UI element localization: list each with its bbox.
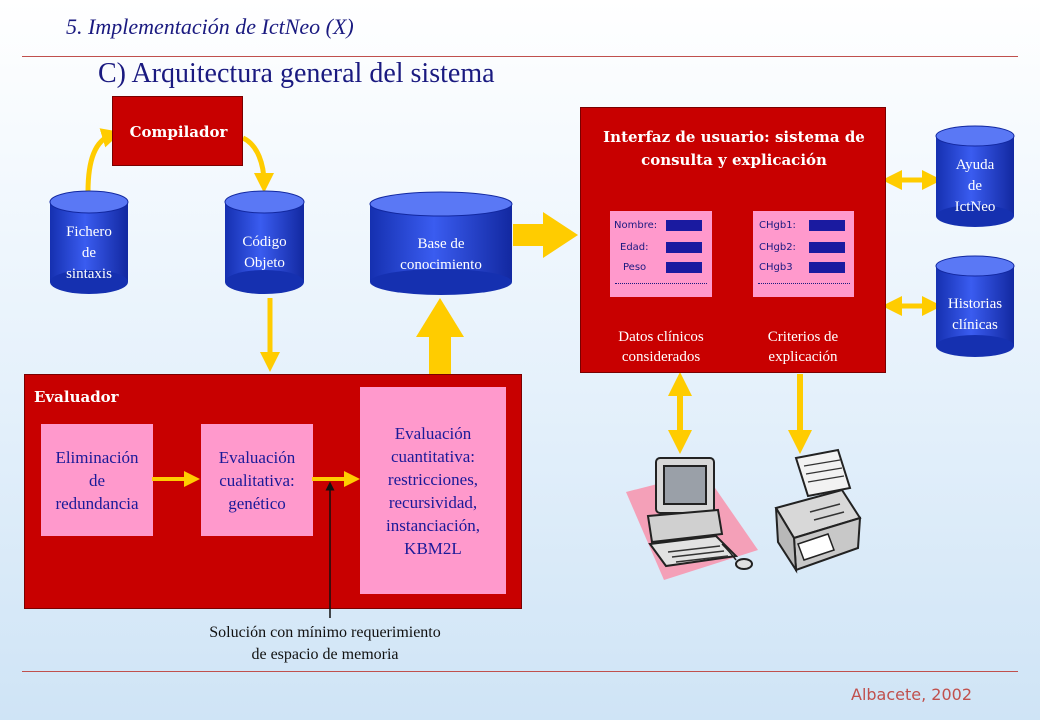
eliminacion-box: Eliminación de redundancia xyxy=(41,424,153,536)
footer-text: Albacete, 2002 xyxy=(851,685,972,704)
compilador-box: Compilador xyxy=(112,96,243,166)
cylinder-fichero xyxy=(49,190,129,294)
cylinder-historias xyxy=(935,255,1015,357)
slide-title: C) Arquitectura general del sistema xyxy=(98,58,495,89)
arrow-compilador-to-codigo xyxy=(241,135,274,193)
datos-caption: Datos clínicos considerados xyxy=(618,329,704,365)
field-label: CHgb1: xyxy=(759,220,796,231)
header-title: 5. Implementación de IctNeo (X) xyxy=(66,14,354,39)
field-label: CHgb2: xyxy=(759,242,796,253)
criterios-caption: Criterios de explicación xyxy=(767,329,839,365)
cylinder-ayuda xyxy=(935,125,1015,227)
field-value-bar xyxy=(809,242,845,253)
field-label: CHgb3 xyxy=(759,262,793,273)
interfaz-box: Interfaz de usuario: sistema de consulta… xyxy=(580,107,886,373)
historias-label: Historias clínicas xyxy=(947,296,1003,333)
eliminacion-text: Eliminación de redundancia xyxy=(55,447,139,513)
fichero-label: Fichero de sintaxis xyxy=(66,224,112,282)
arrow-fichero-to-compilador xyxy=(85,128,122,193)
evaluador-box: Evaluador Eliminación de redundancia Eva… xyxy=(24,374,522,609)
memory-note: Solución con mínimo requerimiento de esp… xyxy=(209,624,441,663)
evaluador-label: Evaluador xyxy=(34,388,119,406)
dotted-line xyxy=(758,283,850,284)
base-label: Base de conocimiento xyxy=(400,236,482,273)
field-label: Nombre: xyxy=(614,220,658,231)
header-divider xyxy=(22,56,1018,57)
panel-datos: Nombre: Edad: Peso xyxy=(610,211,712,297)
field-label: Edad: xyxy=(620,242,649,253)
cuantitativa-text: Evaluación cuantitativa: restricciones, … xyxy=(386,423,480,558)
field-value-bar xyxy=(809,262,845,273)
cuantitativa-box: Evaluación cuantitativa: restricciones, … xyxy=(360,387,506,594)
interfaz-title: Interfaz de usuario: sistema de consulta… xyxy=(603,128,865,169)
compilador-label: Compilador xyxy=(129,123,228,141)
arrow-base-to-interfaz xyxy=(513,212,578,258)
field-label: Peso xyxy=(623,262,647,273)
field-value-bar xyxy=(666,220,702,231)
printer-icon xyxy=(774,448,862,574)
cylinder-codigo xyxy=(224,190,305,294)
field-value-bar xyxy=(809,220,845,231)
panel-criterios: CHgb1: CHgb2: CHgb3 xyxy=(753,211,854,297)
field-value-bar xyxy=(666,262,702,273)
arrow-evaluador-to-base xyxy=(416,298,464,375)
cualitativa-box: Evaluación cualitativa: genético xyxy=(201,424,313,536)
ayuda-label: Ayuda de IctNeo xyxy=(954,157,996,215)
computer-icon xyxy=(626,457,758,580)
cylinder-base xyxy=(369,191,513,295)
codigo-label: Código Objeto xyxy=(242,234,287,271)
dotted-line xyxy=(615,283,707,284)
field-value-bar xyxy=(666,242,702,253)
footer-divider xyxy=(22,671,1018,672)
cualitativa-text: Evaluación cualitativa: genético xyxy=(218,447,296,513)
